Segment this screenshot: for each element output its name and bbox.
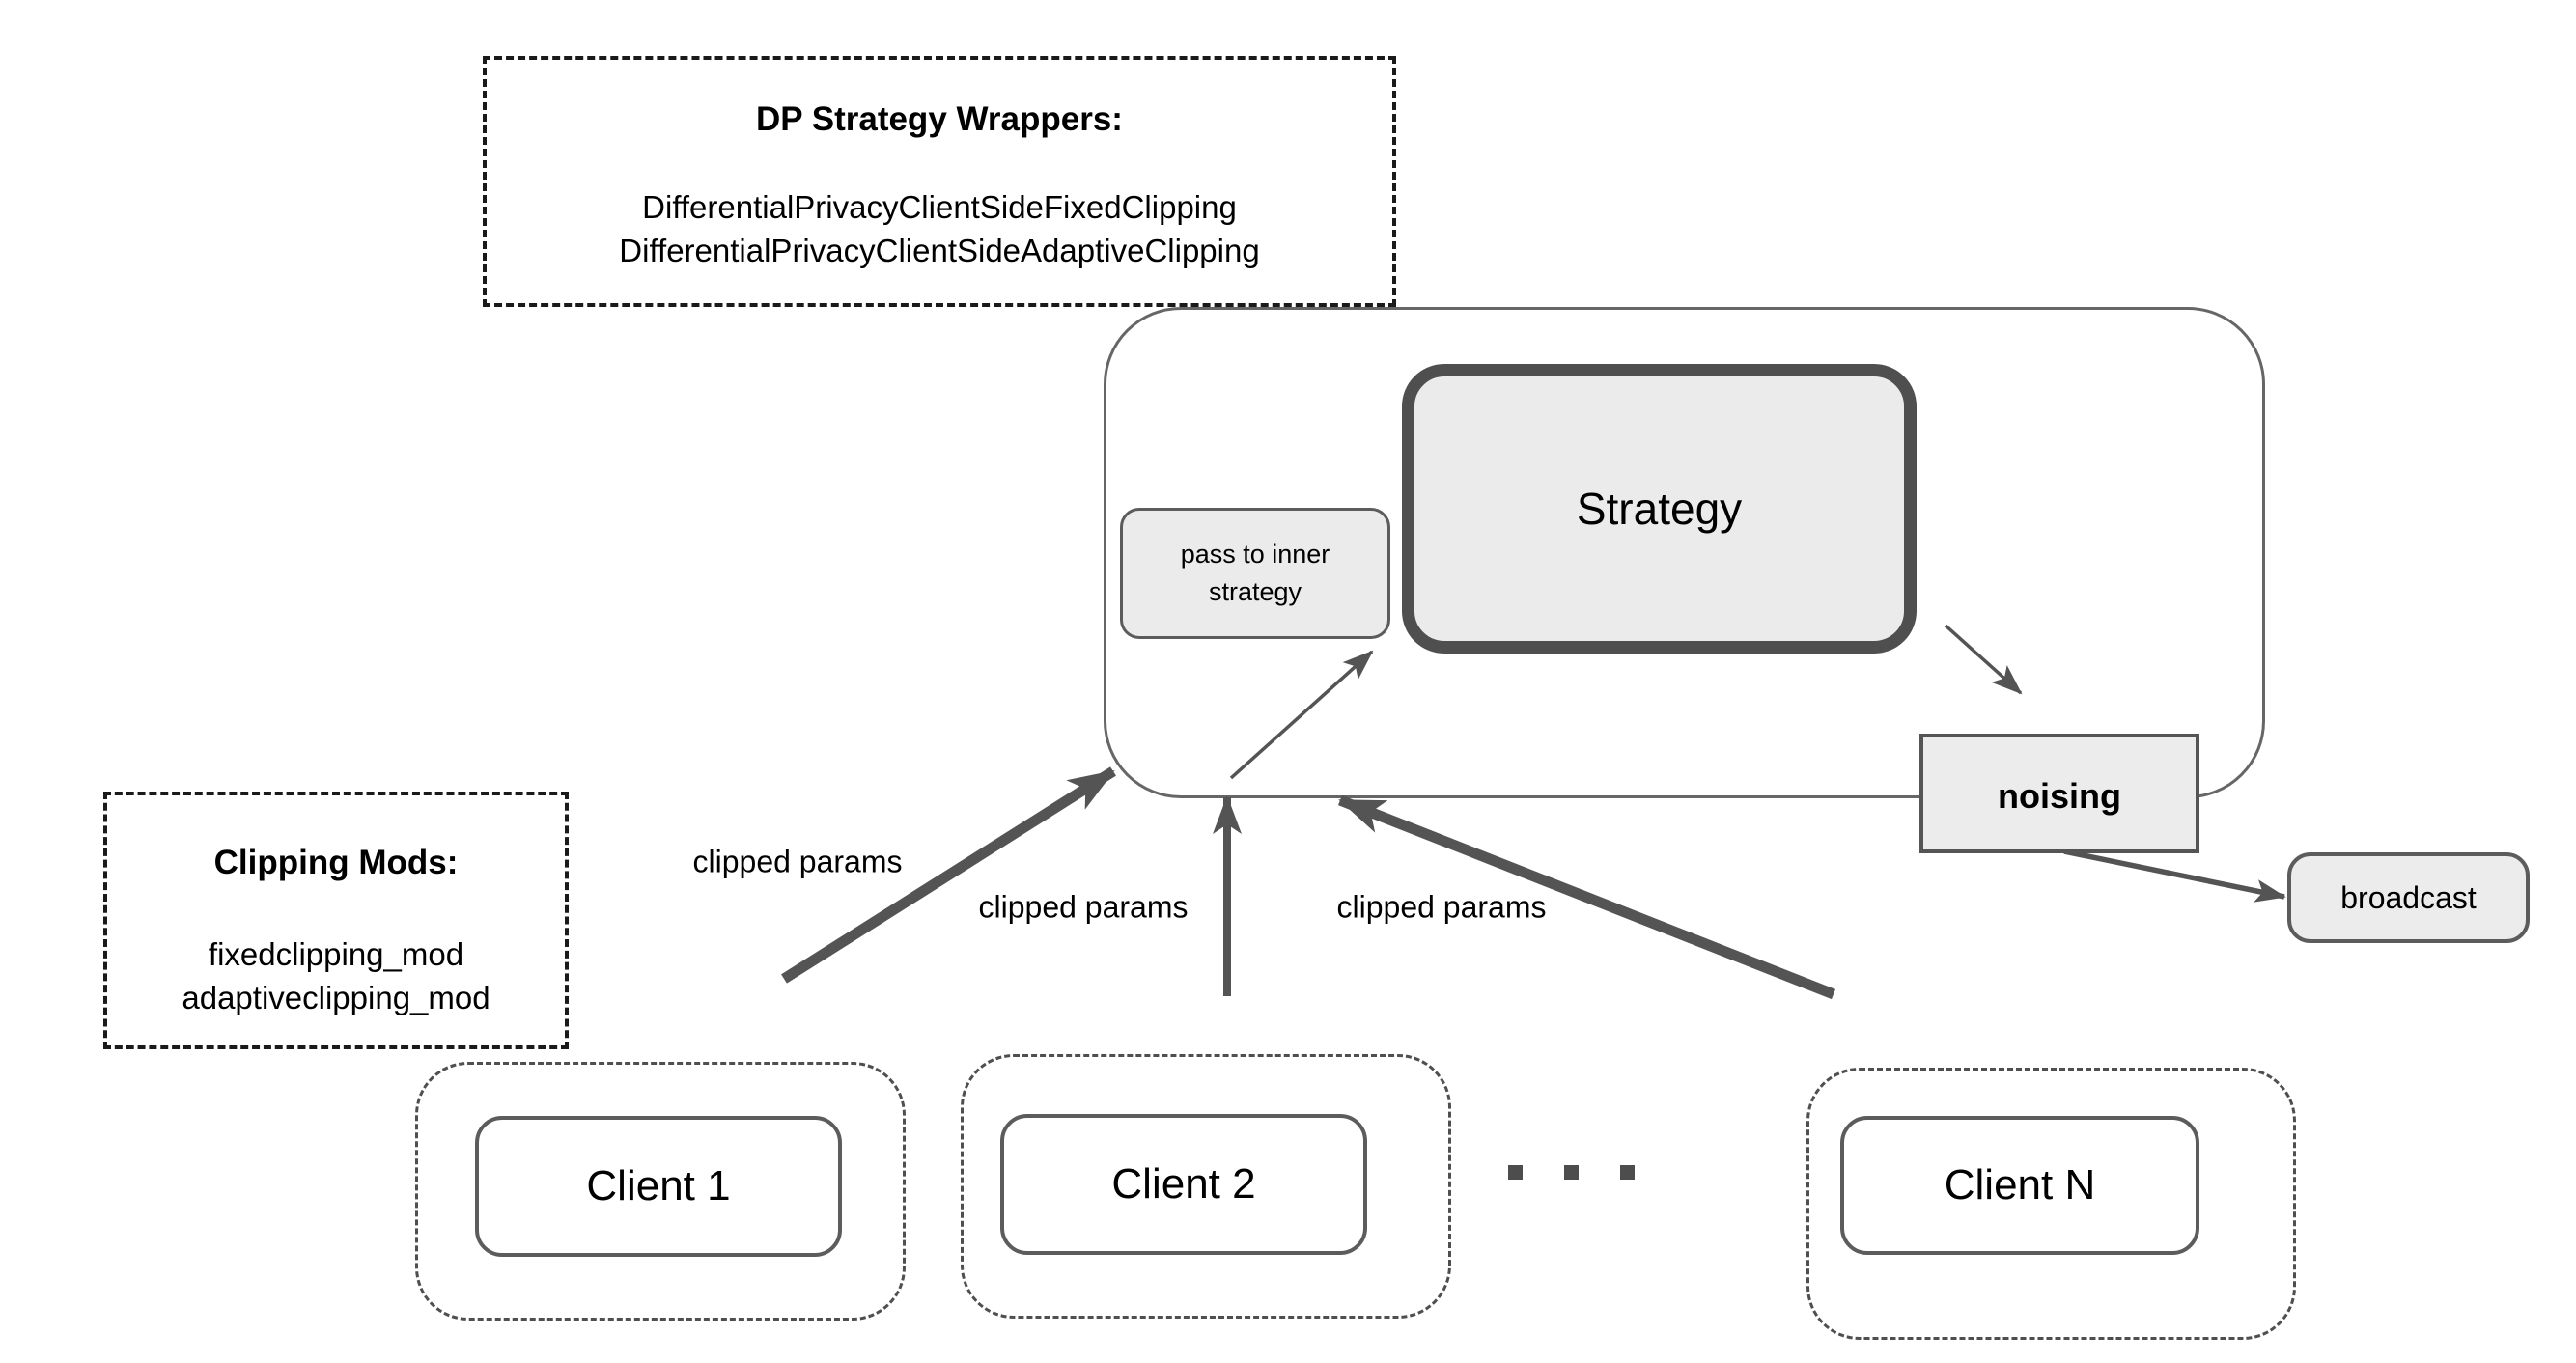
- ellipsis-dot: [1620, 1165, 1635, 1180]
- ellipsis-dot: [1508, 1165, 1523, 1180]
- pass-to-inner-strategy-label: pass to inner strategy: [1180, 540, 1330, 606]
- clipped-params-label-3: clipped params: [1336, 889, 1547, 925]
- client-node-n: Client N: [1840, 1116, 2199, 1255]
- pass-to-inner-strategy-node: pass to inner strategy: [1120, 508, 1390, 639]
- broadcast-label: broadcast: [2340, 879, 2477, 915]
- clipping-mod-item: adaptiveclipping_mod: [182, 980, 490, 1015]
- dp-wrapper-item: DifferentialPrivacyClientSideFixedClippi…: [642, 189, 1237, 225]
- client-node-1: Client 1: [475, 1116, 842, 1257]
- clipping-mods-list: fixedclipping_mod adaptiveclipping_mod: [182, 932, 490, 1019]
- clipping-mod-item: fixedclipping_mod: [208, 936, 464, 972]
- strategy-node: Strategy: [1402, 364, 1917, 654]
- dp-strategy-wrappers-box: DP Strategy Wrappers: DifferentialPrivac…: [483, 56, 1396, 307]
- strategy-label: Strategy: [1576, 484, 1743, 534]
- dp-strategy-wrappers-list: DifferentialPrivacyClientSideFixedClippi…: [619, 185, 1259, 272]
- clipping-mods-title: Clipping Mods:: [213, 844, 459, 881]
- client-label: Client N: [1944, 1161, 2096, 1209]
- client-node-2: Client 2: [1000, 1114, 1367, 1255]
- ellipsis-dot: [1564, 1165, 1579, 1180]
- clipped-params-label-2: clipped params: [978, 889, 1189, 925]
- broadcast-node: broadcast: [2287, 852, 2530, 943]
- dp-wrapper-item: DifferentialPrivacyClientSideAdaptiveCli…: [619, 233, 1260, 268]
- noising-label: noising: [1998, 776, 2121, 816]
- dp-strategy-wrappers-title: DP Strategy Wrappers:: [756, 100, 1123, 138]
- arrow-noising-to-broadcast: [2063, 848, 2286, 903]
- clipping-mods-box: Clipping Mods: fixedclipping_mod adaptiv…: [103, 792, 569, 1049]
- client-label: Client 2: [1111, 1160, 1256, 1208]
- noising-node: noising: [1919, 734, 2199, 853]
- clipped-params-label-1: clipped params: [692, 844, 903, 879]
- client-label: Client 1: [586, 1162, 731, 1210]
- clients-ellipsis: [1508, 1165, 1643, 1180]
